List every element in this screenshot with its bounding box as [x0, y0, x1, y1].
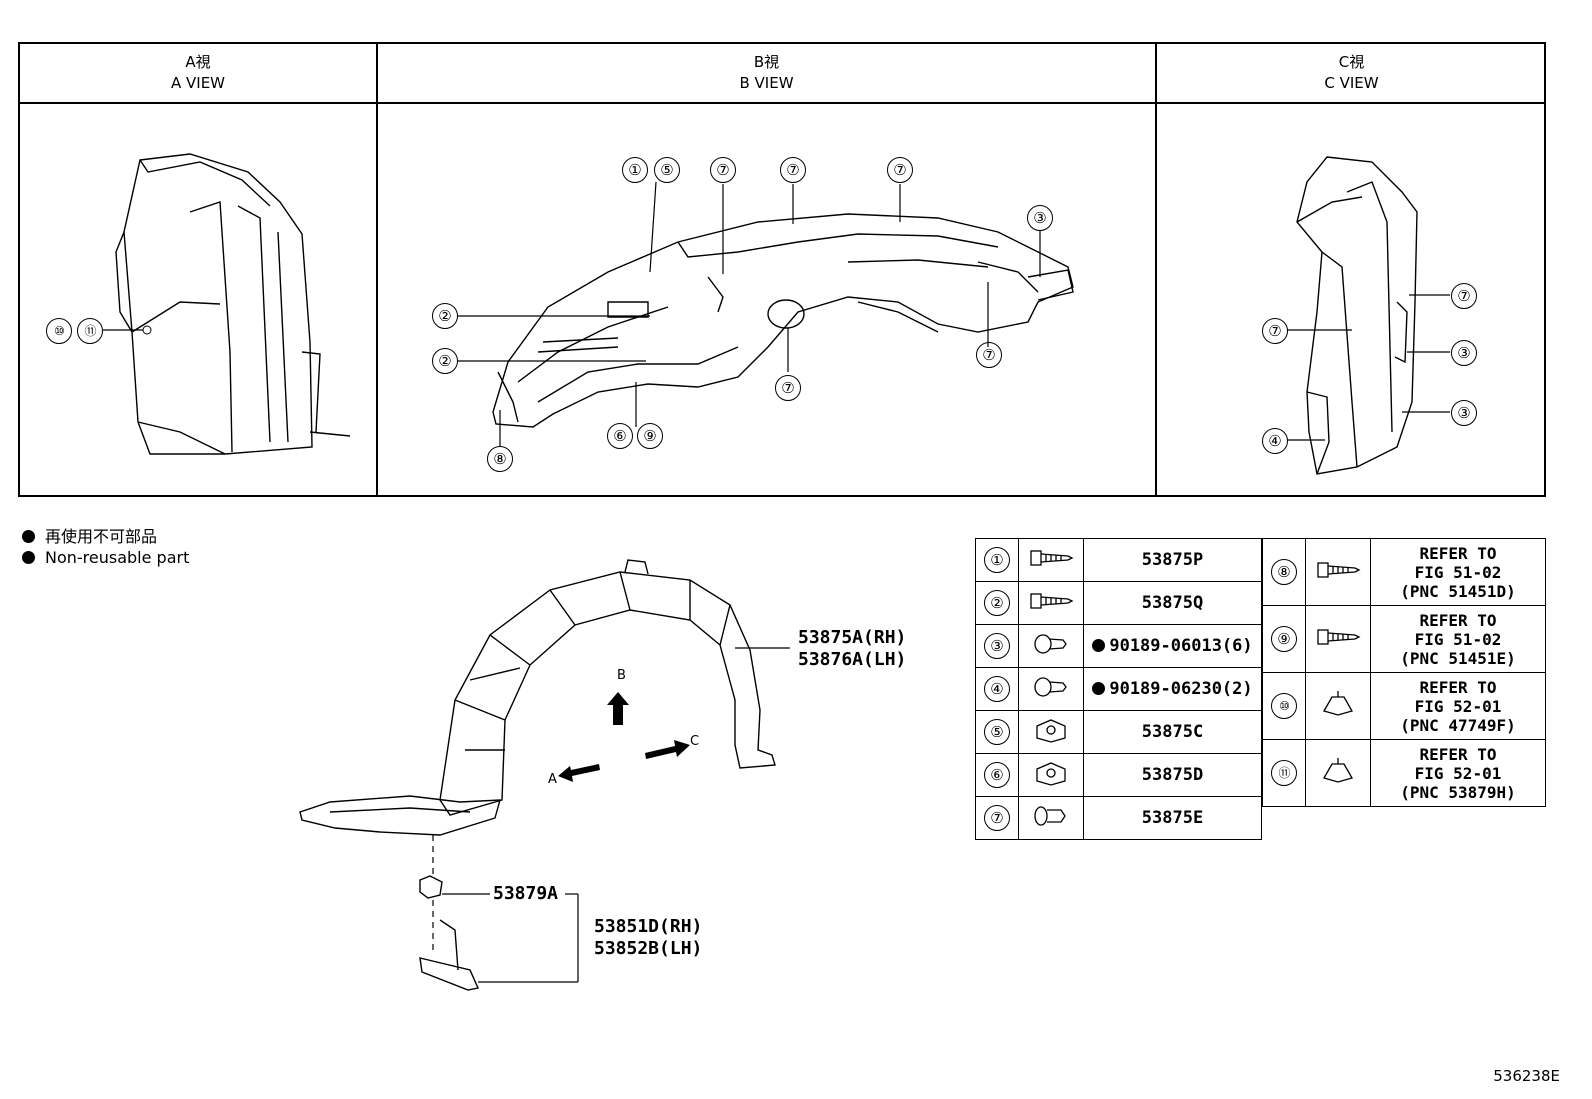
callout-9-icon: ⑨	[637, 423, 663, 449]
callout-7-icon: ⑦	[887, 157, 913, 183]
bullet-icon	[22, 530, 35, 543]
fender-liner-drawing	[299, 559, 790, 991]
callout-7-icon: ⑦	[775, 375, 801, 401]
row-number: ③	[975, 624, 1019, 668]
screw-icon	[1018, 538, 1084, 582]
image-id: 536238E	[1493, 1067, 1560, 1085]
parts-row: ① 53875P	[975, 538, 1262, 582]
parts-row: ⑦ 53875E	[975, 796, 1262, 840]
part-number: 90189-06013(6)	[1083, 624, 1262, 668]
push-rivet-icon	[1018, 796, 1084, 840]
callout-2-icon: ②	[432, 348, 458, 374]
part-label-liner-rh: 53875A(RH)	[798, 627, 907, 648]
row-number: ⑤	[975, 710, 1019, 754]
row-number: ⑪	[1262, 739, 1306, 807]
legend-item: 再使用不可部品	[22, 523, 157, 547]
callout-1-icon: ①	[622, 157, 648, 183]
callout-3-icon: ③	[1451, 340, 1477, 366]
part-label-liner-lh: 53876A(LH)	[798, 649, 907, 670]
a-view-drawing	[103, 153, 351, 455]
callout-4-icon: ④	[1262, 428, 1288, 454]
row-number: ⑨	[1262, 605, 1306, 673]
callout-5-icon: ⑤	[654, 157, 680, 183]
divider	[20, 102, 1544, 104]
screw-icon	[1018, 581, 1084, 625]
callout-7-icon: ⑦	[780, 157, 806, 183]
arrow-label-b: B	[617, 668, 626, 683]
row-number: ②	[975, 581, 1019, 625]
divider	[376, 44, 378, 495]
part-number: 90189-06230(2)	[1083, 667, 1262, 711]
callout-3-icon: ③	[1451, 400, 1477, 426]
part-number: 53875E	[1083, 796, 1262, 840]
callout-7-icon: ⑦	[1262, 318, 1288, 344]
row-number: ①	[975, 538, 1019, 582]
nut-icon	[1018, 753, 1084, 797]
row-number: ④	[975, 667, 1019, 711]
retainer-icon	[1305, 739, 1371, 807]
arrow-label-c: C	[690, 734, 700, 749]
callout-3-icon: ③	[1027, 205, 1053, 231]
part-label-bracket-rh: 53851D(RH)	[594, 916, 703, 937]
tapping-screw-icon	[1305, 538, 1371, 606]
parts-row: ⑤ 53875C	[975, 710, 1262, 754]
arrow-label-a: A	[548, 772, 557, 787]
divider	[1155, 44, 1157, 495]
callout-8-icon: ⑧	[487, 446, 513, 472]
part-number: 53875C	[1083, 710, 1262, 754]
bullet-icon	[22, 551, 35, 564]
parts-row: ② 53875Q	[975, 581, 1262, 625]
row-number: ⑦	[975, 796, 1019, 840]
nonreusable-bullet-icon	[1092, 639, 1106, 652]
part-number: 53875D	[1083, 753, 1262, 797]
row-number: ⑥	[975, 753, 1019, 797]
row-number: ⑩	[1262, 672, 1306, 740]
c-view-drawing	[1287, 156, 1450, 475]
callout-6-icon: ⑥	[607, 423, 633, 449]
callout-7-icon: ⑦	[976, 342, 1002, 368]
callout-11-icon: ⑪	[77, 318, 103, 344]
callout-2-icon: ②	[432, 303, 458, 329]
nonreusable-bullet-icon	[1092, 682, 1106, 695]
parts-row: ③ 90189-06013(6)	[975, 624, 1262, 668]
callout-7-icon: ⑦	[710, 157, 736, 183]
parts-row: ⑥ 53875D	[975, 753, 1262, 797]
callout-7-icon: ⑦	[1451, 283, 1477, 309]
callout-10-icon: ⑩	[46, 318, 72, 344]
retainer-icon	[1305, 672, 1371, 740]
clip-icon	[1018, 624, 1084, 668]
row-number: ⑧	[1262, 538, 1306, 606]
part-label-clip: 53879A	[493, 883, 559, 904]
part-label-bracket-lh: 53852B(LH)	[594, 938, 703, 959]
parts-row: ④ 90189-06230(2)	[975, 667, 1262, 711]
parts-table-left: ① 53875P ② 53875Q ③ 90189-06013(6) ④ 90189-0623…	[975, 538, 1262, 840]
part-number: 53875P	[1083, 538, 1262, 582]
legend-item: Non-reusable part	[22, 548, 189, 567]
part-number: 53875Q	[1083, 581, 1262, 625]
b-view-drawing	[458, 181, 1074, 447]
tapping-screw-icon	[1305, 605, 1371, 673]
clip-icon	[1018, 667, 1084, 711]
nut-icon	[1018, 710, 1084, 754]
